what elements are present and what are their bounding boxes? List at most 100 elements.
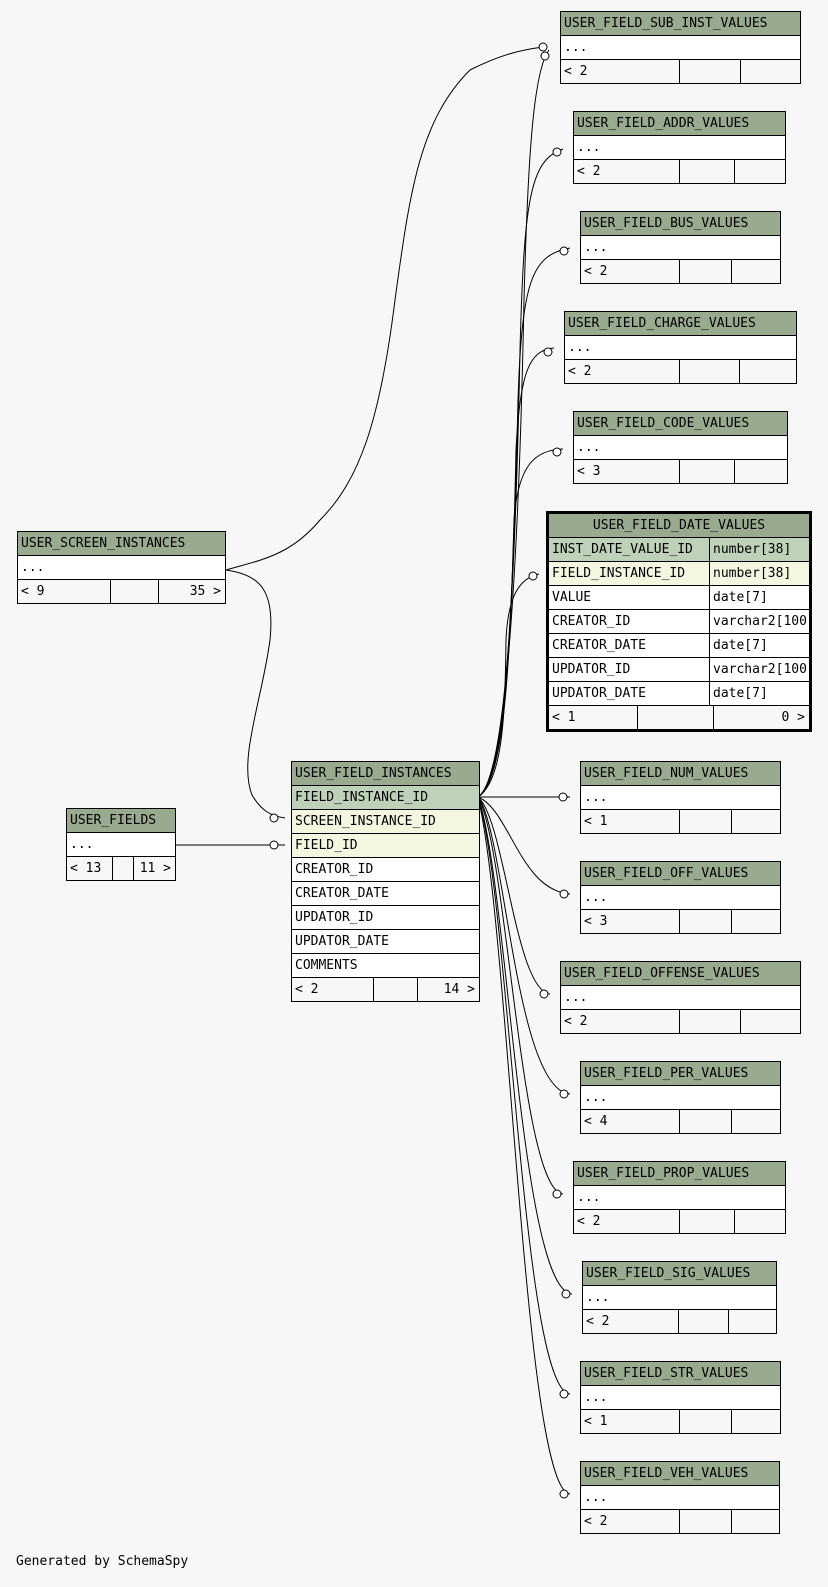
table-name[interactable]: USER_SCREEN_INSTANCES bbox=[18, 532, 225, 556]
table-user-field-charge-values[interactable]: USER_FIELD_CHARGE_VALUES ... < 2 bbox=[564, 311, 797, 384]
parents-count[interactable]: < 3 bbox=[577, 464, 601, 479]
children-count[interactable] bbox=[735, 460, 787, 483]
column-row[interactable]: ... bbox=[18, 556, 225, 580]
table-name[interactable]: USER_FIELD_NUM_VALUES bbox=[581, 762, 780, 786]
table-user-field-code-values[interactable]: USER_FIELD_CODE_VALUES ... < 3 bbox=[573, 411, 788, 484]
column-row[interactable]: ... bbox=[67, 833, 175, 857]
parents-count[interactable]: < 2 bbox=[584, 264, 608, 279]
children-count[interactable] bbox=[735, 1210, 785, 1233]
table-user-field-num-values[interactable]: USER_FIELD_NUM_VALUES ... < 1 bbox=[580, 761, 781, 834]
column-row[interactable]: ... bbox=[581, 1486, 779, 1510]
children-count[interactable]: 14 > bbox=[443, 982, 475, 997]
parents-count[interactable]: < 2 bbox=[584, 1514, 608, 1529]
column-row[interactable]: ... bbox=[574, 1186, 785, 1210]
edge-inst-prop bbox=[477, 796, 564, 1195]
table-user-field-str-values[interactable]: USER_FIELD_STR_VALUES ... < 1 bbox=[580, 1361, 781, 1434]
parents-count[interactable]: < 9 bbox=[21, 584, 45, 599]
parents-count[interactable]: < 2 bbox=[586, 1314, 610, 1329]
parents-count[interactable]: < 2 bbox=[564, 1014, 588, 1029]
column-row[interactable]: CREATOR_DATE bbox=[292, 882, 479, 906]
parents-count[interactable]: < 2 bbox=[568, 364, 592, 379]
children-count[interactable] bbox=[732, 1110, 780, 1133]
children-count[interactable] bbox=[735, 160, 785, 183]
table-name[interactable]: USER_FIELDS bbox=[67, 809, 175, 833]
column-row-foreign-key[interactable]: SCREEN_INSTANCE_ID bbox=[292, 810, 479, 834]
column-row[interactable]: ... bbox=[581, 886, 780, 910]
parents-count[interactable]: < 1 bbox=[584, 1414, 608, 1429]
table-user-field-per-values[interactable]: USER_FIELD_PER_VALUES ... < 4 bbox=[580, 1061, 781, 1134]
table-user-field-bus-values[interactable]: USER_FIELD_BUS_VALUES ... < 2 bbox=[580, 211, 781, 284]
table-user-field-off-values[interactable]: USER_FIELD_OFF_VALUES ... < 3 bbox=[580, 861, 781, 934]
children-count[interactable]: 0 > bbox=[781, 710, 805, 725]
table-name[interactable]: USER_FIELD_ADDR_VALUES bbox=[574, 112, 785, 136]
table-name[interactable]: USER_FIELD_PROP_VALUES bbox=[574, 1162, 785, 1186]
column-row[interactable]: ... bbox=[581, 1086, 780, 1110]
table-name[interactable]: USER_FIELD_CODE_VALUES bbox=[574, 412, 787, 436]
children-count[interactable]: 35 > bbox=[189, 584, 221, 599]
parents-count[interactable]: < 2 bbox=[295, 982, 319, 997]
column-name: ... bbox=[584, 1390, 608, 1405]
children-count[interactable] bbox=[729, 1310, 776, 1333]
parents-count[interactable]: < 4 bbox=[584, 1114, 608, 1129]
table-name[interactable]: USER_FIELD_OFFENSE_VALUES bbox=[561, 962, 800, 986]
column-row[interactable]: UPDATOR_DATE bbox=[292, 930, 479, 954]
column-row[interactable]: UPDATOR_ID bbox=[292, 906, 479, 930]
children-count[interactable] bbox=[732, 260, 780, 283]
children-count[interactable] bbox=[732, 1510, 779, 1533]
column-row[interactable]: ... bbox=[583, 1286, 776, 1310]
column-row-foreign-key[interactable]: FIELD_ID bbox=[292, 834, 479, 858]
children-count[interactable] bbox=[741, 1010, 800, 1033]
table-name[interactable]: USER_FIELD_SUB_INST_VALUES bbox=[561, 12, 800, 36]
table-name[interactable]: USER_FIELD_BUS_VALUES bbox=[581, 212, 780, 236]
table-name[interactable]: USER_FIELD_PER_VALUES bbox=[581, 1062, 780, 1086]
column-row[interactable]: ... bbox=[561, 36, 800, 60]
table-user-field-date-values[interactable]: USER_FIELD_DATE_VALUES INST_DATE_VALUE_I… bbox=[546, 511, 812, 732]
column-row[interactable]: CREATOR_ID bbox=[292, 858, 479, 882]
children-count[interactable] bbox=[740, 360, 796, 383]
column-row[interactable]: ... bbox=[581, 236, 780, 260]
table-user-field-offense-values[interactable]: USER_FIELD_OFFENSE_VALUES ... < 2 bbox=[560, 961, 801, 1034]
parents-count[interactable]: < 1 bbox=[552, 710, 576, 725]
table-name[interactable]: USER_FIELD_STR_VALUES bbox=[581, 1362, 780, 1386]
column-row[interactable]: ... bbox=[565, 336, 796, 360]
table-user-field-sub-inst-values[interactable]: USER_FIELD_SUB_INST_VALUES ... < 2 bbox=[560, 11, 801, 84]
column-row[interactable]: ... bbox=[581, 1386, 780, 1410]
children-count[interactable] bbox=[732, 1410, 780, 1433]
table-user-field-instances[interactable]: USER_FIELD_INSTANCES FIELD_INSTANCE_ID S… bbox=[291, 761, 480, 1002]
parents-count[interactable]: < 13 bbox=[70, 861, 102, 876]
table-name[interactable]: USER_FIELD_INSTANCES bbox=[292, 762, 479, 786]
table-user-field-addr-values[interactable]: USER_FIELD_ADDR_VALUES ... < 2 bbox=[573, 111, 786, 184]
parents-count[interactable]: < 3 bbox=[584, 914, 608, 929]
table-user-field-sig-values[interactable]: USER_FIELD_SIG_VALUES ... < 2 bbox=[582, 1261, 777, 1334]
table-user-field-prop-values[interactable]: USER_FIELD_PROP_VALUES ... < 2 bbox=[573, 1161, 786, 1234]
parents-count[interactable]: < 1 bbox=[584, 814, 608, 829]
column-row[interactable]: ... bbox=[574, 136, 785, 160]
table-user-fields[interactable]: USER_FIELDS ... < 13 11 > bbox=[66, 808, 176, 881]
children-count[interactable] bbox=[732, 910, 780, 933]
children-count[interactable]: 11 > bbox=[139, 861, 171, 876]
column-row[interactable]: ... bbox=[561, 986, 800, 1010]
table-name[interactable]: USER_FIELD_DATE_VALUES bbox=[549, 514, 809, 538]
table-name[interactable]: USER_FIELD_SIG_VALUES bbox=[583, 1262, 776, 1286]
column-row-primary-key[interactable]: FIELD_INSTANCE_ID bbox=[292, 786, 479, 810]
parents-count[interactable]: < 2 bbox=[577, 164, 601, 179]
parents-count[interactable]: < 2 bbox=[577, 1214, 601, 1229]
table-user-field-veh-values[interactable]: USER_FIELD_VEH_VALUES ... < 2 bbox=[580, 1461, 780, 1534]
table-name[interactable]: USER_FIELD_OFF_VALUES bbox=[581, 862, 780, 886]
column-row[interactable]: COMMENTS bbox=[292, 954, 479, 978]
column-row[interactable]: ... bbox=[581, 786, 780, 810]
parents-count[interactable]: < 2 bbox=[564, 64, 588, 79]
table-name[interactable]: USER_FIELD_CHARGE_VALUES bbox=[565, 312, 796, 336]
table-user-screen-instances[interactable]: USER_SCREEN_INSTANCES ... < 9 35 > bbox=[17, 531, 226, 604]
children-count[interactable] bbox=[741, 60, 800, 83]
table-name[interactable]: USER_FIELD_VEH_VALUES bbox=[581, 1462, 779, 1486]
column-row[interactable]: ... bbox=[574, 436, 787, 460]
children-count[interactable] bbox=[732, 810, 780, 833]
